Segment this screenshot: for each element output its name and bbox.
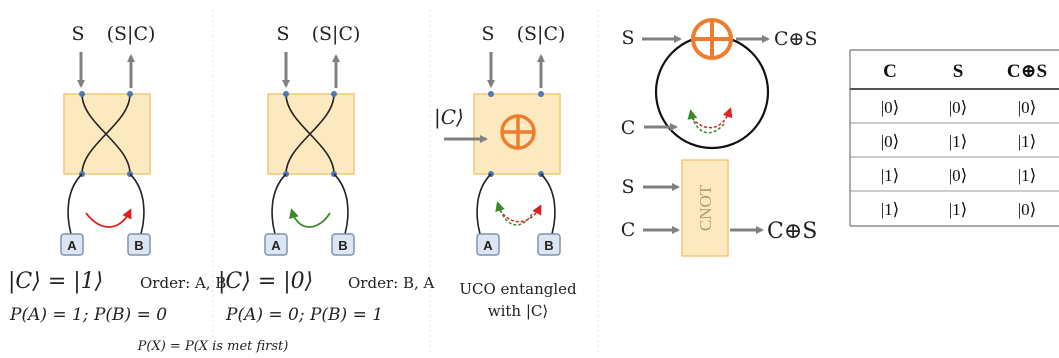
superposed-arrow-green [687,109,725,134]
panel-uco-entangled: S (S|C) |C⟩ A B UCO entangled with |C⟩ [434,23,577,320]
loop-wire [333,173,349,235]
state-label: |C⟩ = |0⟩ [218,269,313,294]
xor-icon [691,18,733,60]
output-label-s-c: (S|C) [517,23,566,45]
node-box-a [60,233,84,256]
table-cell: |0⟩ [1018,98,1037,117]
control-label-c: C [621,117,636,139]
table-cell: |0⟩ [949,98,968,117]
xor-loop-diagram: S C⊕S C [621,18,817,150]
table-cell: |0⟩ [949,166,968,185]
node-box-a [476,233,500,256]
port-dot [127,91,133,97]
table-cell: |0⟩ [1018,200,1037,219]
superposed-arrow-green [495,201,533,226]
port-dot [488,91,494,97]
loop-wire [540,173,556,235]
superposed-arrow-red [499,204,542,223]
input-label-s: S [621,27,634,49]
table-cell: |0⟩ [881,132,900,151]
table-header: C⊕S [1007,61,1047,82]
loop-wire [129,173,145,235]
table-cell: |1⟩ [881,166,900,185]
probability-label: P(A) = 0; P(B) = 1 [225,305,383,325]
order-arrow-green [289,208,331,228]
loop-wire [67,173,83,235]
input-label-s: S [71,23,84,45]
state-label: |C⟩ = |1⟩ [8,269,103,294]
control-state-label: |C⟩ [434,105,464,130]
node-label-a: A [67,238,77,253]
port-dot [79,91,85,97]
node-label-b: B [544,238,553,253]
footnote: P(X) = P(X is met first) [137,339,289,354]
table-cell: |1⟩ [1018,132,1037,151]
output-label: C⊕S [774,28,817,50]
port-dot [331,91,337,97]
node-label-b: B [338,238,347,253]
table-cell: |1⟩ [1018,166,1037,185]
panel-order-ab: S (S|C) A B |C⟩ = |1⟩ Order: A, B P(A) =… [8,23,226,325]
input-label-s: S [276,23,289,45]
order-label: Order: A, B [140,274,226,292]
truth-table: C S C⊕S |0⟩ |0⟩ |0⟩ |0⟩ |1⟩ |1⟩ |1⟩ |0⟩ … [849,49,1059,227]
node-box-a [264,233,288,256]
node-label-a: A [483,238,493,253]
superposed-arrow-red [691,107,733,129]
cnot-gate-diagram: S C CNOT C⊕S [621,159,817,257]
order-arrow-red [85,208,132,228]
cnot-gate-box [681,159,729,257]
order-label: Order: B, A [348,274,434,292]
port-dot [283,91,289,97]
port-dot [538,91,544,97]
output-label-s-c: (S|C) [107,23,156,45]
xor-icon [500,114,536,150]
table-header: S [953,61,964,82]
output-label: C⊕S [767,219,817,244]
node-label-b: B [134,238,143,253]
caption-line-1: UCO entangled [459,280,577,298]
node-box-b [127,233,151,256]
table-cell: |1⟩ [881,200,900,219]
table-header: C [883,61,897,82]
caption-line-2: with |C⟩ [488,302,548,320]
crossing-wire [81,93,131,175]
panel-order-ba: S (S|C) A B |C⟩ = |0⟩ Order: B, A P(A) =… [218,23,434,325]
output-label-s-c: (S|C) [312,23,361,45]
node-label-a: A [271,238,281,253]
control-label-c: C [621,219,636,241]
input-label-s: S [621,176,634,198]
node-box-b [537,233,561,256]
cnot-gate-label: CNOT [696,184,715,231]
node-box-b [331,233,355,256]
table-cell: |0⟩ [881,98,900,117]
crossing-wire [285,93,335,175]
probability-label: P(A) = 1; P(B) = 0 [9,305,167,325]
table-cell: |1⟩ [949,132,968,151]
table-cell: |1⟩ [949,200,968,219]
loop-wire [476,173,492,235]
loop-wire [271,173,287,235]
input-label-s: S [481,23,494,45]
